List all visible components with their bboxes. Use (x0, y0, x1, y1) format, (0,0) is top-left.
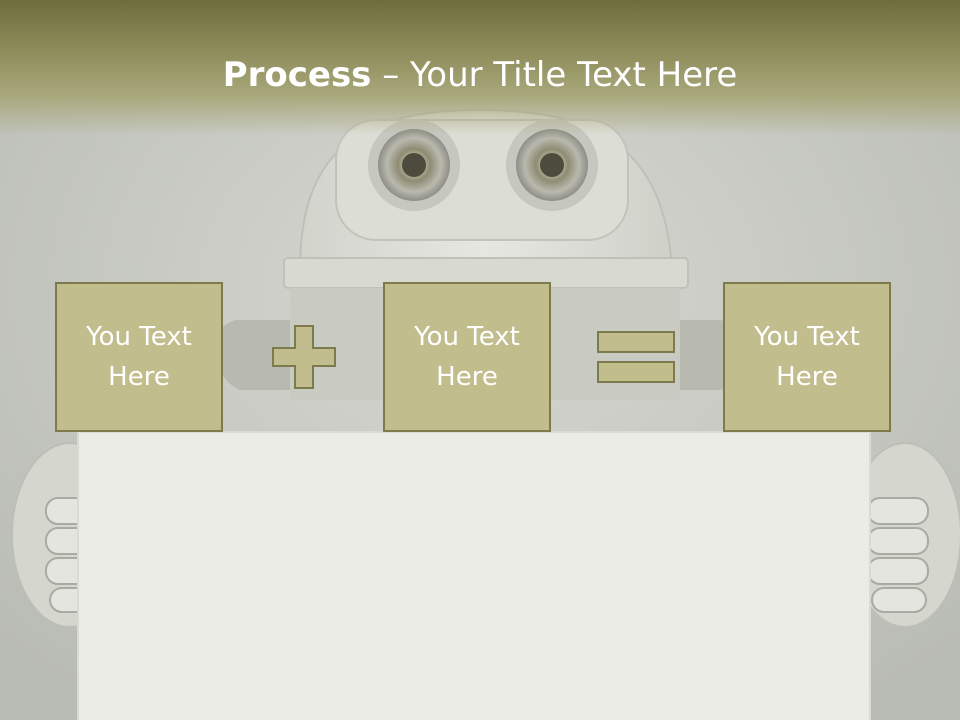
slide-title[interactable]: Process – Your Title Text Here (0, 52, 960, 98)
title-rest-part: – Your Title Text Here (371, 55, 738, 95)
process-box-3[interactable]: You Text Here (723, 282, 891, 432)
process-box-text: You Text Here (414, 322, 520, 392)
plus-icon (272, 325, 336, 389)
process-box-text: You Text Here (754, 322, 860, 392)
title-bar (0, 0, 960, 135)
process-box-2[interactable]: You Text Here (383, 282, 551, 432)
title-bold-part: Process (222, 55, 372, 95)
process-box-text: You Text Here (86, 322, 192, 392)
equals-icon (597, 331, 675, 383)
process-box-1[interactable]: You Text Here (55, 282, 223, 432)
